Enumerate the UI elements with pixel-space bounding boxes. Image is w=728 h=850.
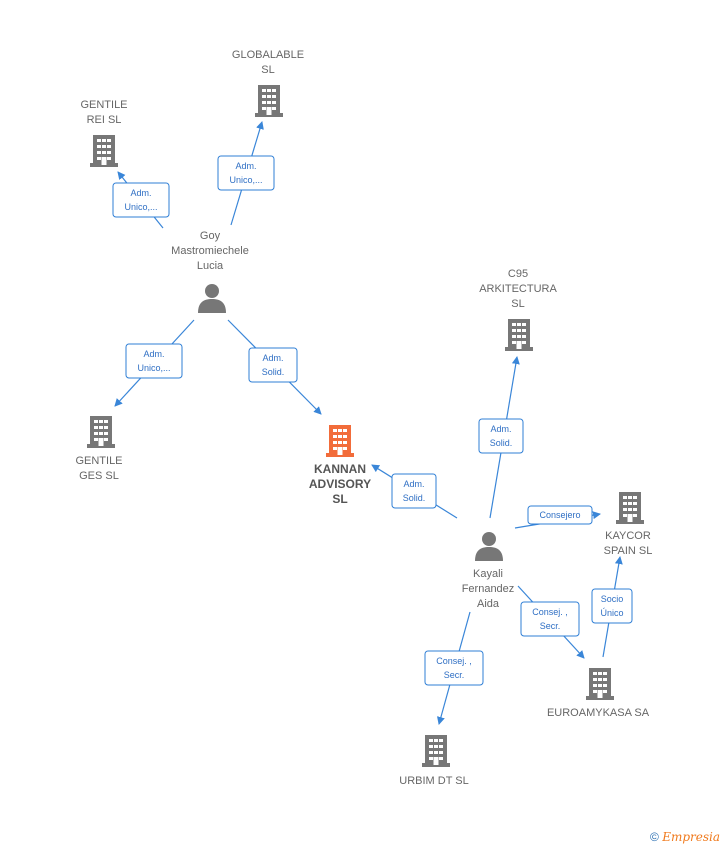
node-label-line: SL [511, 298, 524, 310]
edge-label[interactable]: Adm. Solid. [248, 347, 298, 383]
node-label-line: Fernandez [462, 583, 515, 595]
node-euroamykasa[interactable]: EUROAMYKASA SA [547, 668, 650, 719]
edge-label-box [391, 473, 437, 509]
node-label-line: SL [261, 64, 274, 76]
edge-label[interactable]: Adm. Solid. [391, 473, 437, 509]
edge-label-text: Unico,... [137, 363, 170, 373]
node-label-line: Goy [200, 230, 221, 242]
edge-label-text: Consejero [539, 510, 580, 520]
edge-label-text: Secr. [444, 670, 465, 680]
edge-label-text: Adm. [130, 188, 151, 198]
building-icon [586, 668, 614, 700]
edge-label[interactable]: Consej. , Secr. [424, 650, 484, 686]
node-label-line: KAYCOR [605, 530, 651, 542]
node-label-line: Mastromiechele [171, 245, 249, 257]
building-icon [255, 85, 283, 117]
node-label-line: GES SL [79, 470, 119, 482]
node-label-line: GENTILE [80, 99, 127, 111]
edge-label-text: Unico,... [124, 202, 157, 212]
node-label-line: GENTILE [75, 455, 122, 467]
edge-label-text: Adm. [235, 161, 256, 171]
building-icon [90, 135, 118, 167]
edge-label-text: Adm. [143, 349, 164, 359]
edge-label-text: Único [600, 608, 623, 618]
edge-label-text: Consej. , [532, 607, 568, 617]
building-icon [505, 319, 533, 351]
edge-label-box [125, 343, 183, 379]
edge-label[interactable]: Adm. Unico,... [112, 182, 170, 218]
edge-label[interactable]: Adm. Unico,... [125, 343, 183, 379]
edge-label-box [527, 505, 593, 525]
building-icon [616, 492, 644, 524]
node-label-line: SPAIN SL [604, 545, 653, 557]
node-gentile-rei[interactable]: GENTILE REI SL [80, 99, 128, 167]
node-label-line: Lucia [197, 260, 224, 272]
edge-label-text: Solid. [262, 367, 285, 377]
copyright-symbol: © [650, 830, 659, 844]
node-label-line: Kayali [473, 568, 503, 580]
edge-label[interactable]: Consej. , Secr. [520, 601, 580, 637]
node-label-line: EUROAMYKASA SA [547, 707, 650, 719]
edge-label-text: Solid. [490, 438, 513, 448]
edge-label-box [217, 155, 275, 191]
building-icon [87, 416, 115, 448]
node-urbim[interactable]: URBIM DT SL [399, 735, 469, 787]
edge-label[interactable]: Consejero [527, 505, 593, 525]
edge-label-box [520, 601, 580, 637]
node-label-line: Aida [477, 598, 500, 610]
node-label-line: KANNAN [314, 462, 366, 476]
edge-label[interactable]: Adm. Unico,... [217, 155, 275, 191]
node-label-line: ADVISORY [309, 477, 371, 491]
node-label-line: URBIM DT SL [399, 775, 468, 787]
building-icon [326, 425, 354, 457]
edge-label-box [591, 588, 633, 624]
edge-label-box [424, 650, 484, 686]
node-globalable[interactable]: GLOBALABLE SL [232, 49, 304, 117]
node-label-line: REI SL [87, 114, 122, 126]
node-label-line: C95 [508, 268, 528, 280]
node-label-line: SL [332, 492, 347, 506]
edge-label-text: Socio [601, 594, 624, 604]
edge-label-text: Unico,... [229, 175, 262, 185]
edge-label-text: Consej. , [436, 656, 472, 666]
building-icon [422, 735, 450, 767]
node-kaycor[interactable]: KAYCOR SPAIN SL [604, 492, 653, 557]
edge-label-text: Adm. [490, 424, 511, 434]
edge-label-text: Secr. [540, 621, 561, 631]
brand-logo: Empresia [662, 830, 720, 844]
person-icon [198, 284, 226, 313]
edge-label[interactable]: Adm. Solid. [478, 418, 524, 454]
edge-label-text: Adm. [262, 353, 283, 363]
credit[interactable]: © Empresia [650, 830, 720, 844]
node-label-line: ARKITECTURA [479, 283, 557, 295]
edge-label-box [478, 418, 524, 454]
node-gentile-ges[interactable]: GENTILE GES SL [75, 416, 123, 482]
edge-label-box [112, 182, 170, 218]
node-label-line: GLOBALABLE [232, 49, 304, 61]
edge-label-text: Adm. [403, 479, 424, 489]
person-icon [475, 532, 503, 561]
edge-label-box [248, 347, 298, 383]
edge-label-text: Solid. [403, 493, 426, 503]
